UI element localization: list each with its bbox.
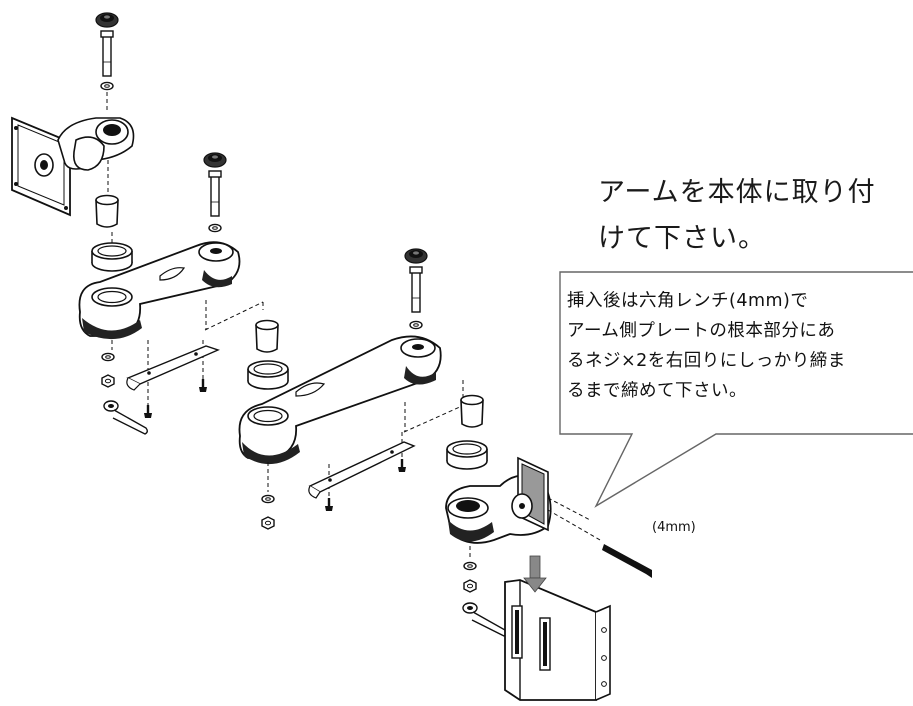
- instruction-heading: アームを本体に取り付 けて下さい。: [598, 170, 913, 262]
- callout-balloon: [559, 271, 913, 508]
- callout-line-3: るネジ×2を右回りにしっかり締ま: [567, 351, 846, 371]
- heading-line-2: けて下さい。: [598, 223, 766, 254]
- monitor-mount-top: [11, 12, 135, 228]
- arm-upper: [78, 152, 264, 435]
- wrench-size-label: (4mm): [652, 520, 696, 535]
- tilt-head-bottom: [445, 394, 611, 701]
- callout-line-4: るまで締めて下さい。: [567, 381, 747, 401]
- heading-line-1: アームを本体に取り付: [598, 177, 876, 208]
- arm-lower: [238, 248, 464, 530]
- callout-line-2: アーム側プレートの根本部分にあ: [567, 321, 836, 341]
- callout-text: 挿入後は六角レンチ(4mm)で アーム側プレートの根本部分にあ るネジ×2を右回…: [567, 286, 913, 406]
- callout-line-1: 挿入後は六角レンチ(4mm)で: [567, 291, 809, 311]
- hex-wrench: [602, 544, 652, 578]
